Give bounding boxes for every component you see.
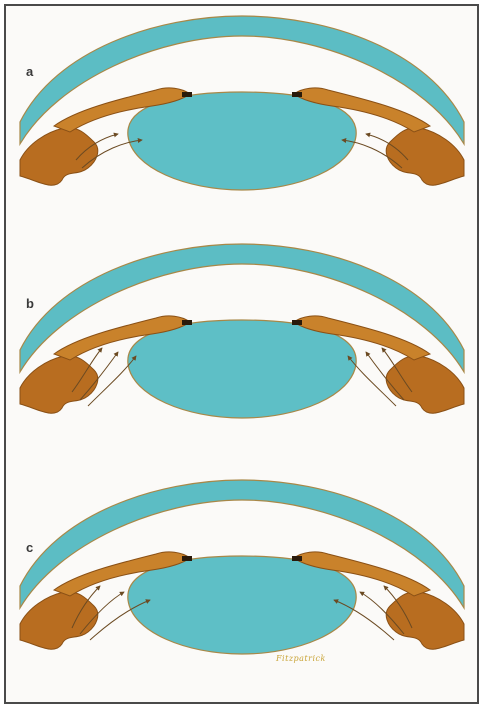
panel-b: b xyxy=(6,238,477,460)
left-pupil-margin xyxy=(182,320,192,325)
left-ciliary-body xyxy=(20,128,98,186)
eye-diagram-b xyxy=(6,238,477,460)
right-pupil-margin xyxy=(292,556,302,561)
right-ciliary-body xyxy=(386,128,464,186)
right-ciliary-body xyxy=(386,592,464,650)
right-pupil-margin xyxy=(292,320,302,325)
left-ciliary-body xyxy=(20,592,98,650)
right-pupil-margin xyxy=(292,92,302,97)
right-ciliary-body xyxy=(386,356,464,414)
left-pupil-margin xyxy=(182,92,192,97)
eye-diagram-a xyxy=(6,10,477,232)
eye-diagram-c xyxy=(6,474,477,696)
panel-a: a xyxy=(6,10,477,232)
lens xyxy=(128,320,356,418)
panel-c: c xyxy=(6,474,477,696)
figure-frame: a b c Fitzpatrick xyxy=(4,4,479,704)
lens xyxy=(128,92,356,190)
lens xyxy=(128,556,356,654)
left-pupil-margin xyxy=(182,556,192,561)
left-ciliary-body xyxy=(20,356,98,414)
artist-signature: Fitzpatrick xyxy=(276,654,326,663)
